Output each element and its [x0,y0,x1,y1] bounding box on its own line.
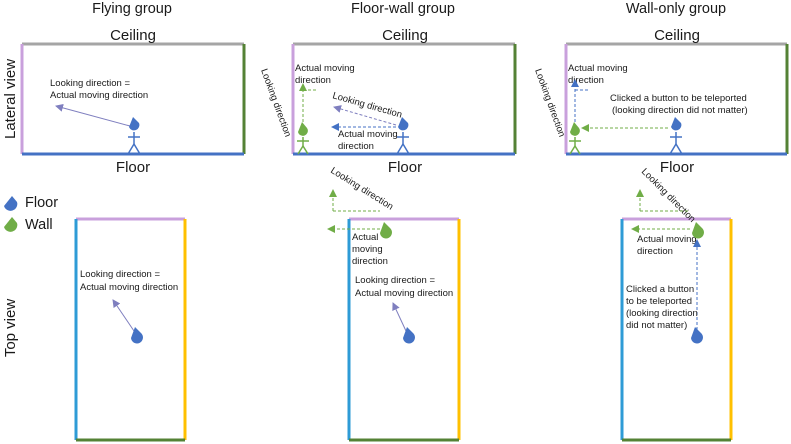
annotation-fw-top-looking: Looking direction [328,165,395,212]
floor-person-icon [396,117,410,155]
annotation-flying-lat-2: Actual moving direction [50,90,148,101]
legend-wall-label: Wall [25,217,53,233]
top-flying-room [74,217,187,442]
annotation-wo-top-teleport-1: Clicked a button [626,284,694,295]
group-title-wall-only: Wall-only group [626,1,726,17]
annotation-wo-top-teleport-4: did not matter) [626,320,687,331]
annotation-fw-top-actual-2: moving [352,244,383,255]
group-title-floor-wall: Floor-wall group [351,1,455,17]
annotation-flying-top-2: Actual moving direction [80,282,178,293]
annotation-fw-top-eq-2: Actual moving direction [355,288,453,299]
floor-label-floorwall: Floor [388,159,422,176]
annotation-flying-top-1: Looking direction = [80,269,160,280]
group-title-flying: Flying group [92,1,172,17]
annotation-wo-lat-teleport-2: (looking direction did not matter) [612,105,748,116]
annotation-wo-lat-looking-vert: Looking direction [532,67,567,138]
arrow-fw-top-floor [392,302,407,332]
annotation-wo-top-actual-2: direction [637,246,673,257]
annotation-wo-lat-teleport-1: Clicked a button to be teleported [610,93,747,104]
ceiling-label-flying: Ceiling [110,27,156,44]
annotation-wo-top-teleport-3: (looking direction [626,308,698,319]
floor-legend-icon [4,196,18,211]
wall-person-icon [297,122,309,155]
annotation-wo-top-actual-1: Actual moving [637,234,697,245]
arrow-fw-lat-looking [333,105,397,126]
annotation-flying-lat-1: Looking direction = [50,78,130,89]
lateral-floorwall-room [291,42,517,156]
lateral-wallonly-room [564,42,789,156]
wall-person-icon [569,122,581,155]
row-label-top: Top view [2,299,19,358]
wall-person-marker [692,222,704,239]
annotation-wo-lat-actual-1: Actual moving [568,63,628,74]
annotation-fw-lat-actual-1: Actual moving [338,129,398,140]
floor-label-flying: Floor [116,159,150,176]
arrow-flying-lat [55,103,131,127]
row-label-lateral: Lateral view [2,59,19,139]
ceiling-label-wallonly: Ceiling [654,27,700,44]
annotation-fw-top-actual-3: direction [352,256,388,267]
floor-person-icon [669,117,683,155]
floor-person-icon [127,117,141,155]
annotation-wo-lat-actual-2: direction [568,75,604,86]
arrow-flying-top [112,299,135,332]
annotation-fw-lat-actual-top-1: Actual moving [295,63,355,74]
floor-label-wallonly: Floor [660,159,694,176]
annotation-fw-lat-actual-top-2: direction [295,75,331,86]
floor-person-marker [131,327,143,344]
ceiling-label-floorwall: Ceiling [382,27,428,44]
legend-floor-label: Floor [25,195,58,211]
annotation-fw-top-actual-1: Actual [352,232,378,243]
top-wallonly-room [620,217,733,442]
annotation-fw-lat-actual-2: direction [338,141,374,152]
annotation-fw-top-eq-1: Looking direction = [355,275,435,286]
annotation-fw-lat-looking-vert: Looking direction [258,67,293,138]
floor-person-marker [403,327,415,344]
lateral-flying-room [20,42,246,156]
floor-person-marker [691,327,703,344]
wall-person-marker [380,222,392,239]
top-floorwall-room [347,217,461,442]
wall-legend-icon [4,217,18,232]
annotation-wo-top-teleport-2: to be teleported [626,296,692,307]
